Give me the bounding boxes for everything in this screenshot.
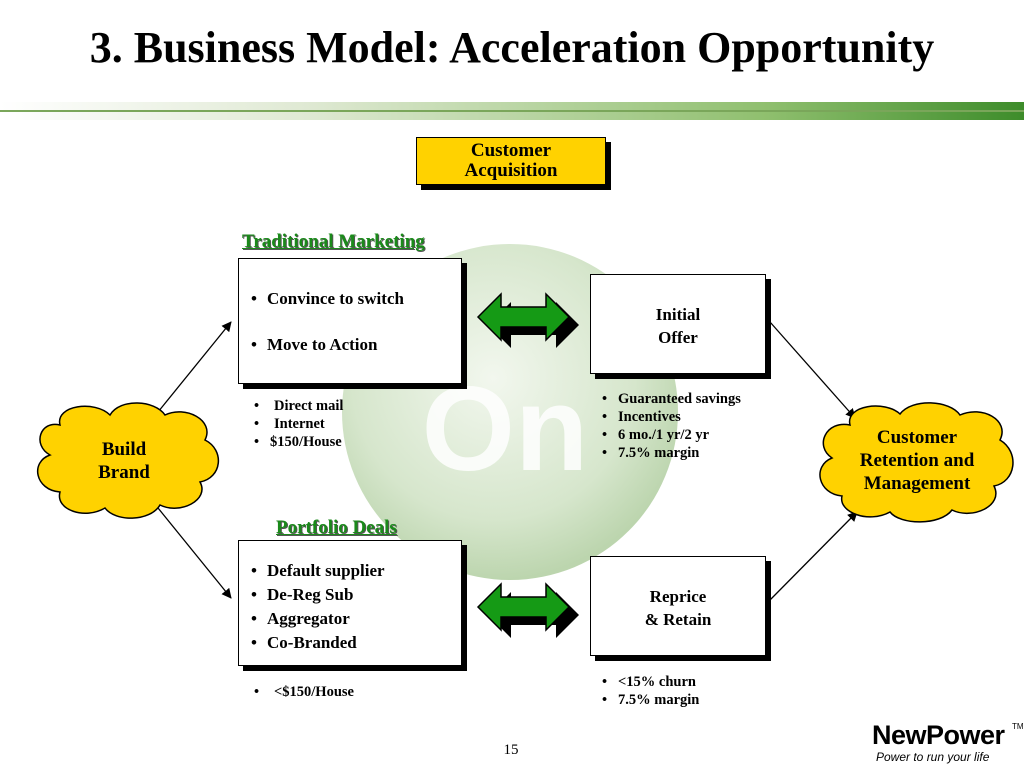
reprice-retain-box: Reprice & Retain: [590, 556, 766, 656]
portfolio-item: Aggregator: [251, 607, 385, 631]
portfolio-deals-header: Portfolio Deals: [276, 517, 397, 538]
initial-offer-line2: Offer: [658, 328, 698, 347]
build-brand-line1: Build: [101, 439, 147, 460]
initial-offer-note: 7.5% margin: [602, 444, 741, 462]
traditional-item: Move to Action: [251, 335, 404, 355]
build-brand-label: Build Brand: [64, 438, 184, 484]
reprice-note: <15% churn: [602, 673, 699, 691]
initial-offer-note: 6 mo./1 yr/2 yr: [602, 426, 741, 444]
retention-line3: Management: [863, 473, 971, 494]
customer-acquisition-line1: Customer: [470, 140, 552, 161]
retention-label: Customer Retention and Management: [842, 426, 992, 495]
double-arrow-bottom: [476, 582, 579, 638]
customer-acquisition-box: Customer Acquisition: [416, 137, 606, 185]
portfolio-note: <$150/House: [254, 683, 354, 701]
traditional-notes-list: Direct mail Internet $150/House: [254, 397, 343, 451]
traditional-note: Direct mail: [254, 397, 343, 415]
initial-offer-note: Guaranteed savings: [602, 390, 741, 408]
portfolio-item: De-Reg Sub: [251, 583, 385, 607]
portfolio-notes-list: <$150/House: [254, 683, 354, 701]
arrow-brand-to-traditional: [157, 321, 232, 413]
traditional-marketing-header: Traditional Marketing: [242, 231, 425, 252]
retention-cloud: [819, 402, 1014, 523]
newpower-logo: NewPower: [872, 720, 1005, 750]
portfolio-item: Co-Branded: [251, 631, 385, 655]
title-rule-line: [0, 110, 1024, 112]
arrow-offer-to-retention: [769, 321, 856, 419]
reprice-line2: & Retain: [644, 610, 712, 629]
watermark-text: On: [422, 362, 589, 496]
portfolio-deals-box: Default supplier De-Reg Sub Aggregator C…: [238, 540, 462, 666]
reprice-note: 7.5% margin: [602, 691, 699, 709]
portfolio-item: Default supplier: [251, 559, 385, 583]
portfolio-items-list: Default supplier De-Reg Sub Aggregator C…: [251, 559, 385, 655]
traditional-note: $150/House: [254, 433, 343, 451]
logo-tagline: Power to run your life: [876, 750, 990, 764]
arrow-reprice-to-retention: [769, 511, 858, 601]
build-brand-cloud: [36, 402, 220, 519]
traditional-item: Convince to switch: [251, 289, 404, 309]
build-brand-line2: Brand: [98, 462, 150, 483]
slide-title: 3. Business Model: Acceleration Opportun…: [89, 23, 935, 72]
traditional-marketing-box: Convince to switch Move to Action: [238, 258, 462, 384]
initial-offer-note: Incentives: [602, 408, 741, 426]
page-number: 15: [503, 742, 519, 758]
double-arrow-top: [476, 292, 579, 348]
traditional-items-list: Convince to switch Move to Action: [251, 289, 404, 355]
initial-offer-notes-list: Guaranteed savings Incentives 6 mo./1 yr…: [602, 390, 741, 462]
initial-offer-line1: Initial: [655, 305, 701, 324]
logo-trademark: TM: [1012, 722, 1024, 731]
initial-offer-box: Initial Offer: [590, 274, 766, 374]
retention-line2: Retention and: [859, 450, 975, 471]
arrow-brand-to-portfolio: [157, 507, 232, 599]
retention-line1: Customer: [876, 427, 958, 448]
customer-acquisition-line2: Acquisition: [464, 160, 558, 181]
reprice-line1: Reprice: [649, 587, 707, 606]
traditional-note: Internet: [254, 415, 343, 433]
reprice-notes-list: <15% churn 7.5% margin: [602, 673, 699, 709]
